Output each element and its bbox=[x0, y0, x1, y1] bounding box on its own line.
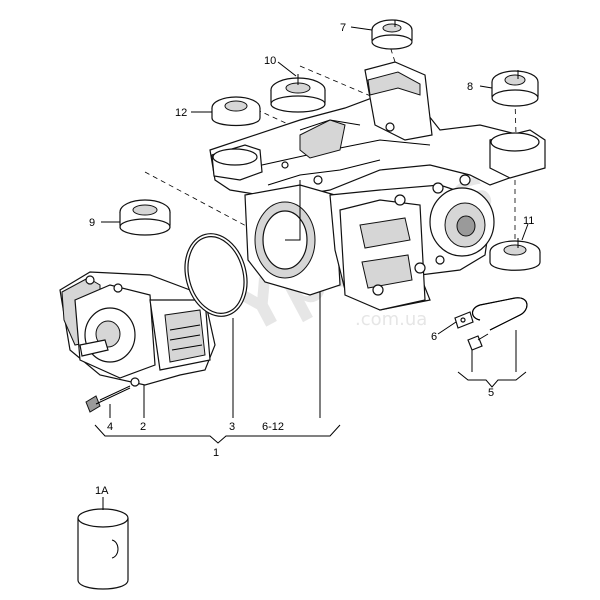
callout-1a: 1A bbox=[95, 485, 109, 497]
callout-11: 11 bbox=[523, 215, 534, 227]
rubber-mount-8 bbox=[491, 70, 539, 107]
callout-7: 7 bbox=[340, 22, 346, 34]
callout-6: 6 bbox=[431, 331, 437, 343]
bolt bbox=[85, 385, 131, 413]
oil-can bbox=[77, 508, 129, 590]
callout-9: 9 bbox=[89, 217, 95, 229]
rubber-mount-11 bbox=[489, 238, 541, 271]
watermark-sub: .com.ua bbox=[355, 309, 427, 330]
leader-lines bbox=[94, 26, 529, 510]
callout-6-12: 6-12 bbox=[262, 421, 284, 433]
rubber-mount-12 bbox=[211, 96, 261, 127]
callout-8: 8 bbox=[467, 81, 473, 93]
callout-2: 2 bbox=[140, 421, 146, 433]
callout-10: 10 bbox=[264, 55, 276, 67]
alignment-lines bbox=[144, 39, 517, 240]
o-ring bbox=[184, 233, 248, 317]
differential-housing bbox=[244, 174, 495, 311]
rubber-mount-7 bbox=[371, 19, 413, 50]
rubber-mount-10 bbox=[270, 74, 326, 113]
callout-3: 3 bbox=[229, 421, 235, 433]
rear-subframe bbox=[209, 61, 546, 196]
callouts: 1 1A 2 3 4 5 6 6-12 7 8 9 10 11 12 bbox=[89, 22, 534, 497]
callout-1: 1 bbox=[213, 447, 219, 459]
callout-5: 5 bbox=[488, 387, 494, 399]
haldex-coupling bbox=[59, 271, 216, 387]
callout-4: 4 bbox=[107, 421, 113, 433]
callout-12: 12 bbox=[175, 107, 187, 119]
rubber-mount-9 bbox=[119, 199, 171, 236]
breather-fitting bbox=[454, 311, 474, 329]
breather-hose bbox=[467, 297, 528, 351]
